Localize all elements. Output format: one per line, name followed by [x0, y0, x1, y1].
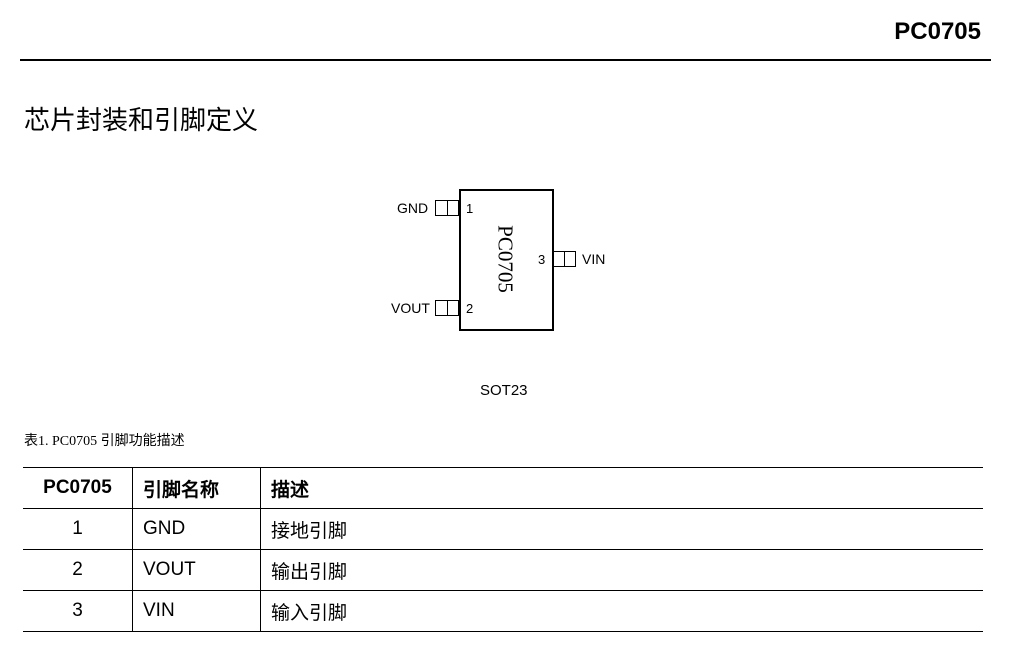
- table-header-row: PC0705 引脚名称 描述: [23, 467, 983, 509]
- header-cell: PC0705: [23, 467, 133, 509]
- table-row: 1 GND 接地引脚: [23, 508, 983, 550]
- pin-3-number: 3: [538, 252, 546, 267]
- pin-function-table: PC0705 引脚名称 描述 1 GND 接地引脚 2 VOUT 输出引脚 3 …: [23, 467, 983, 632]
- document-id: PC0705: [894, 18, 981, 45]
- pin-description-cell: 输出引脚: [260, 549, 983, 591]
- pin-1-number: 1: [466, 201, 474, 216]
- pin-number-cell: 3: [23, 590, 133, 632]
- pin-number-cell: 2: [23, 549, 133, 591]
- pin-description-cell: 输入引脚: [260, 590, 983, 632]
- chip-body: [459, 189, 554, 331]
- pin-number-cell: 1: [23, 508, 133, 550]
- pin-name-cell: GND: [132, 508, 261, 550]
- table-row: 2 VOUT 输出引脚: [23, 549, 983, 591]
- pin-name-cell: VIN: [132, 590, 261, 632]
- pin-2-pad: [435, 300, 459, 316]
- table-caption: 表1. PC0705 引脚功能描述: [24, 434, 185, 449]
- pin-1-name: GND: [397, 200, 429, 216]
- chip-name: PC0705: [493, 225, 518, 293]
- pin-name-cell: VOUT: [132, 549, 261, 591]
- header-divider: [20, 59, 991, 61]
- pin-1-pad: [435, 200, 459, 216]
- pin-2-number: 2: [466, 301, 474, 316]
- section-title: 芯片封装和引脚定义: [24, 106, 259, 136]
- pin-3-pad: [552, 251, 576, 267]
- pin-description-cell: 接地引脚: [260, 508, 983, 550]
- pin-3-name: VIN: [582, 251, 606, 267]
- pin-2-name: VOUT: [391, 300, 430, 316]
- package-label: SOT23: [480, 382, 528, 399]
- header-cell: 引脚名称: [132, 467, 261, 509]
- header-cell: 描述: [260, 467, 983, 509]
- table-row: 3 VIN 输入引脚: [23, 590, 983, 632]
